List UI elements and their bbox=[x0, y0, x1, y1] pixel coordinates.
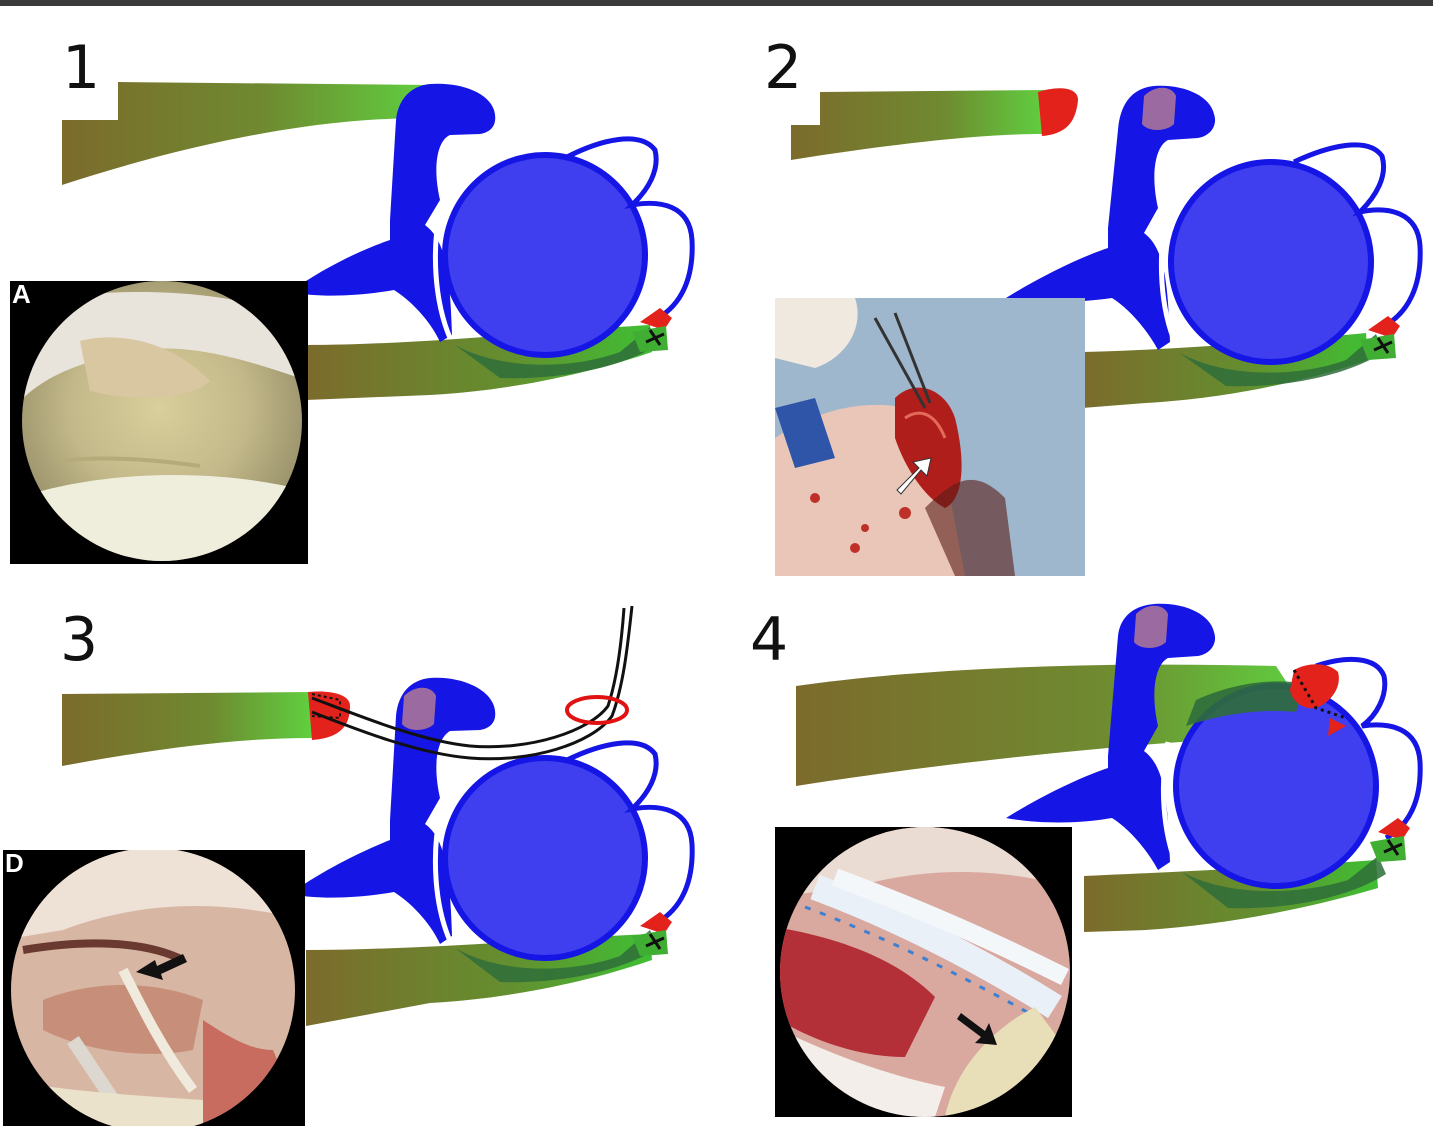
superior-tendon-cut bbox=[791, 90, 1046, 160]
footprint-pink bbox=[402, 688, 436, 730]
arthroscopic-view bbox=[10, 281, 308, 564]
footprint-pink bbox=[1134, 606, 1168, 648]
step-number: 3 bbox=[60, 610, 98, 670]
panel-3: 3 D bbox=[0, 566, 716, 1126]
panel-1: 1 A bbox=[0, 0, 716, 560]
photo-label: A bbox=[12, 281, 31, 307]
open-surgery-view bbox=[775, 298, 1085, 576]
arthroscopy-photo-d: D bbox=[3, 850, 305, 1126]
arthroscopic-view bbox=[3, 850, 305, 1126]
humeral-head bbox=[1171, 162, 1371, 362]
step-number: 2 bbox=[764, 38, 802, 98]
humeral-head bbox=[445, 758, 645, 958]
superior-tendon bbox=[62, 692, 312, 766]
footprint-pink bbox=[1142, 88, 1176, 130]
photo-label: D bbox=[5, 850, 24, 876]
step-number: 4 bbox=[750, 610, 788, 670]
arthroscopic-view bbox=[775, 827, 1072, 1117]
panel-4: 4 bbox=[716, 566, 1432, 1126]
graft-red-end bbox=[1038, 88, 1078, 136]
arthroscopy-photo-c bbox=[775, 827, 1072, 1117]
arthroscopy-photo-a: A bbox=[10, 281, 308, 564]
step-number: 1 bbox=[62, 38, 100, 98]
suture-strand bbox=[312, 606, 632, 759]
humeral-head bbox=[445, 155, 645, 355]
surgical-photo-b bbox=[775, 298, 1085, 576]
panel-2: 2 bbox=[716, 0, 1432, 560]
inferior-tendon bbox=[306, 934, 652, 1026]
superior-tendon bbox=[62, 82, 430, 185]
